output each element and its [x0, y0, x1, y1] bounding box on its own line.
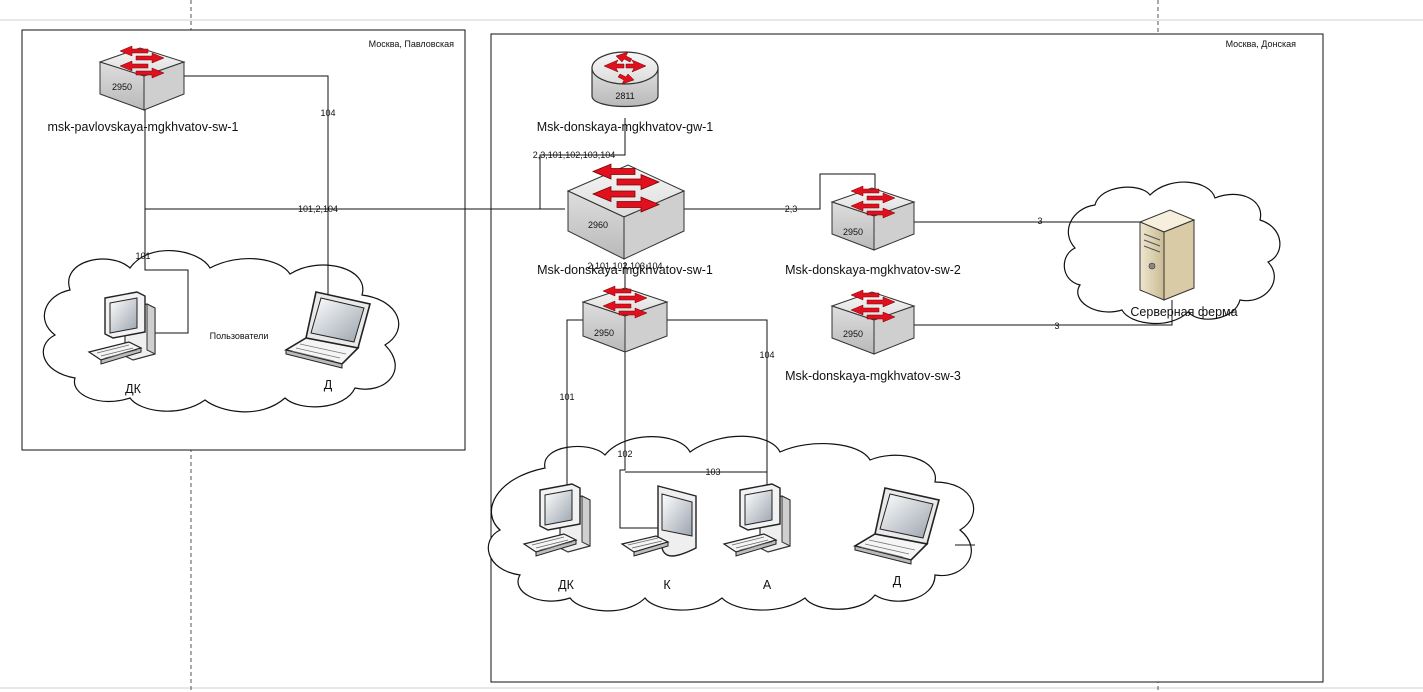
- don-a-label: А: [763, 578, 772, 592]
- switch-pav-sw1-icon[interactable]: [98, 45, 186, 111]
- server-icon[interactable]: [1138, 209, 1196, 301]
- don-dk-label: ДК: [558, 578, 574, 592]
- link-label-sw3-server: 3: [1054, 321, 1059, 331]
- link-label-sw4-d: 104: [759, 350, 774, 360]
- link-label-pav-trunk: 101,2,104: [298, 204, 338, 214]
- pav-d-label: Д: [324, 378, 333, 392]
- link-label-sw4-dk: 101: [559, 392, 574, 402]
- cloud-donskaya-users: [487, 435, 975, 612]
- link-label-pav-sw-pc: 101: [135, 251, 150, 261]
- switch-don-sw2-icon[interactable]: [830, 185, 916, 251]
- don-sw3-model: 2950: [843, 329, 863, 339]
- site-donskaya-label: Москва, Донская: [1226, 39, 1297, 49]
- link-label-sw1-sw2: 2,3: [785, 204, 798, 214]
- switch-don-sw3-icon[interactable]: [830, 289, 916, 355]
- server-farm-name: Серверная ферма: [1130, 305, 1237, 319]
- don-access-model: 2950: [594, 328, 614, 338]
- pav-sw1-model: 2950: [112, 82, 132, 92]
- link-label-sw2-server: 3: [1037, 216, 1042, 226]
- don-k-terminal-icon[interactable]: [620, 485, 697, 557]
- link-label-gw-trunk: 2,3,101,102,103,104: [533, 150, 616, 160]
- switch-don-sw1-icon[interactable]: [566, 163, 686, 260]
- link-label-sw4-k: 102: [617, 449, 632, 459]
- cloud-pavlovskaya-users: [42, 249, 400, 413]
- site-pavlovskaya-label: Москва, Павловская: [369, 39, 454, 49]
- pav-dk-label: ДК: [125, 382, 141, 396]
- don-sw2-name: Msk-donskaya-mgkhvatov-sw-2: [785, 263, 961, 277]
- switch-don-access-icon[interactable]: [581, 285, 669, 353]
- don-sw1-name: Msk-donskaya-mgkhvatov-sw-1: [537, 263, 713, 277]
- don-k-label: К: [663, 578, 671, 592]
- router-gw1-icon[interactable]: [591, 51, 659, 108]
- pav-users-label: Пользователи: [210, 331, 269, 341]
- don-sw2-model: 2950: [843, 227, 863, 237]
- links: [144, 75, 1173, 546]
- gw1-name: Msk-donskaya-mgkhvatov-gw-1: [537, 120, 713, 134]
- link-label-pav-sw-laptop: 104: [320, 108, 335, 118]
- don-d-label: Д: [893, 574, 902, 588]
- link-label-sw4-a: 103: [705, 467, 720, 477]
- pav-sw1-name: msk-pavlovskaya-mgkhvatov-sw-1: [47, 120, 238, 134]
- link-label-sw1-sw4: 2,101,102,103,104: [587, 261, 662, 271]
- gw1-model: 2811: [615, 91, 634, 101]
- don-sw1-model: 2960: [588, 220, 608, 230]
- don-sw3-name: Msk-donskaya-mgkhvatov-sw-3: [785, 369, 961, 383]
